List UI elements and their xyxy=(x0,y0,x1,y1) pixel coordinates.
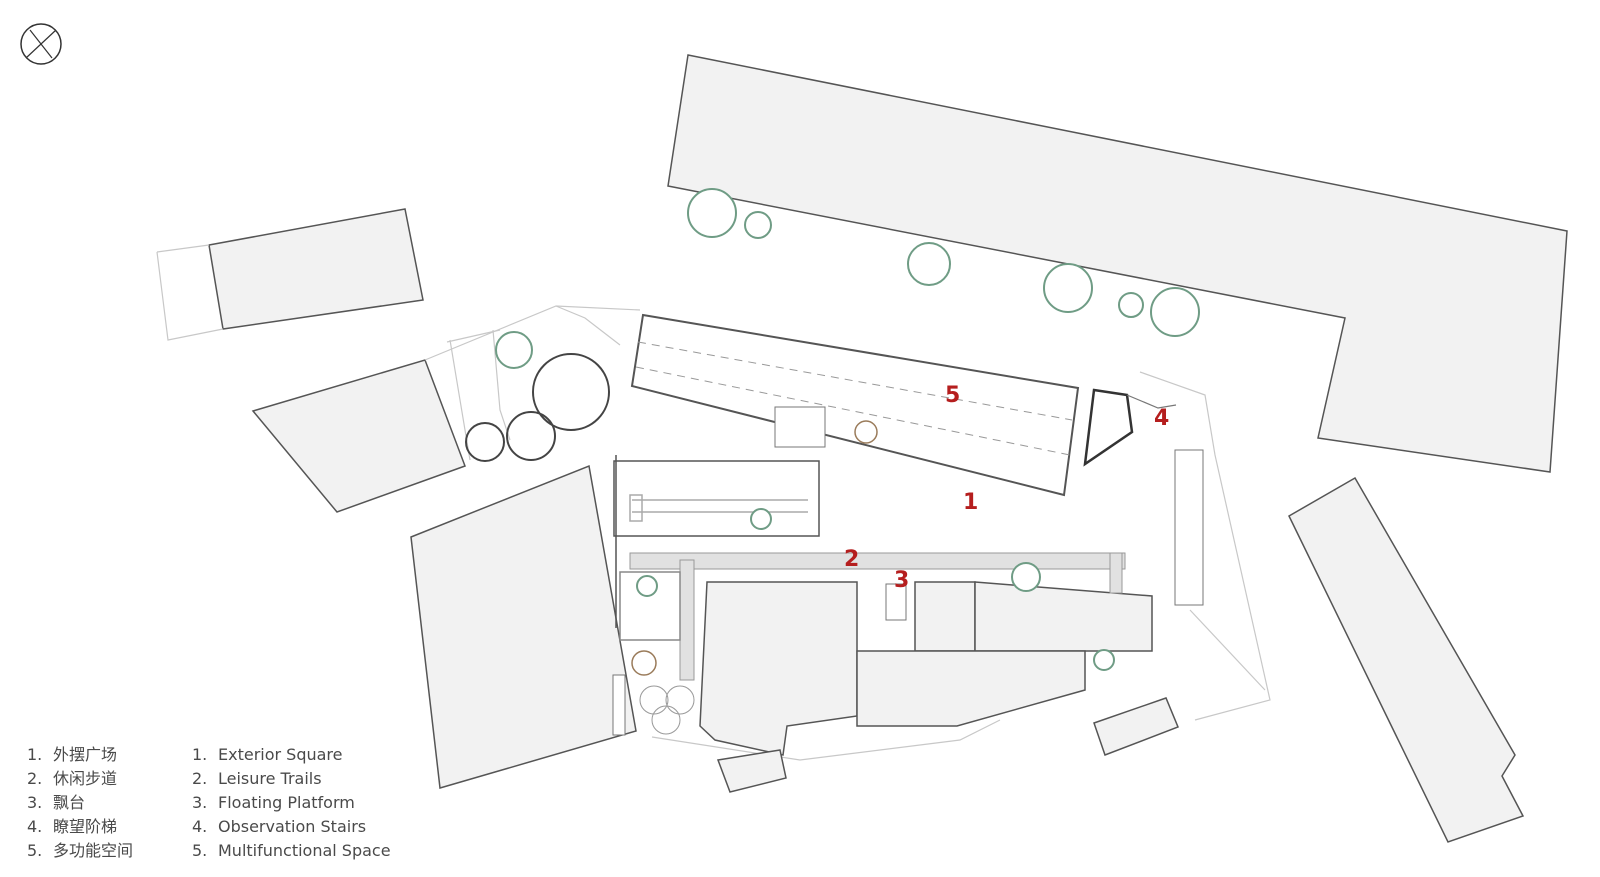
legend-item: 4. 瞭望阶梯 xyxy=(27,815,187,839)
stair-blocks xyxy=(612,406,1204,736)
tree-icon xyxy=(636,575,658,597)
legend-label: Leisure Trails xyxy=(218,769,322,788)
north-arrow-icon xyxy=(20,23,62,65)
legend-item: 3. Floating Platform xyxy=(192,791,452,815)
trees-brown xyxy=(631,420,878,676)
multifunctional-hall xyxy=(630,313,1080,497)
legend-label: Observation Stairs xyxy=(218,817,367,836)
building-southwest-annex xyxy=(716,749,787,793)
legend-number: 5. xyxy=(27,841,43,860)
tree-icon xyxy=(1093,649,1115,671)
marker-2: 2 xyxy=(844,547,859,572)
legend-number: 1. xyxy=(27,745,43,764)
legend-label: 外摆广场 xyxy=(53,745,118,764)
legend-label: 飘台 xyxy=(53,793,86,812)
marker-5: 5 xyxy=(945,383,960,408)
legend-label: 多功能空间 xyxy=(53,841,134,860)
building-north-long xyxy=(667,54,1568,473)
legend-english: 1. Exterior Square 2. Leisure Trails 3. Flo… xyxy=(192,743,452,863)
legend-item: 1. Exterior Square xyxy=(192,743,452,767)
trees xyxy=(495,188,1200,671)
tree-icon xyxy=(1011,562,1041,592)
building-small-southeast xyxy=(1093,697,1179,756)
tree-icon xyxy=(631,650,657,676)
legend-label: Multifunctional Space xyxy=(218,841,391,860)
tree-icon xyxy=(854,420,878,444)
observation-stairs xyxy=(1083,388,1177,467)
legend-label: 休闲步道 xyxy=(53,769,118,788)
area-markers: 1 2 3 4 5 xyxy=(844,383,1169,593)
building-central-mid xyxy=(914,581,976,652)
building-northwest xyxy=(208,208,424,330)
site-outline xyxy=(156,244,1271,761)
building-south-wedge xyxy=(856,650,1086,727)
tree-icon xyxy=(687,188,737,238)
legend-number: 3. xyxy=(27,793,43,812)
tree-icon xyxy=(750,508,772,530)
legend-item: 1. 外摆广场 xyxy=(27,743,187,767)
marker-3: 3 xyxy=(894,568,909,593)
legend-label: Floating Platform xyxy=(218,793,355,812)
tree-icon xyxy=(1150,287,1200,337)
central-complex xyxy=(699,581,1153,793)
legend-item: 2. Leisure Trails xyxy=(192,767,452,791)
marker-1: 1 xyxy=(963,490,978,515)
tree-icon xyxy=(1118,292,1144,318)
legend-chinese: 1. 外摆广场 2. 休闲步道 3. 飘台 4. 瞭望阶梯 5. 多功能空间 xyxy=(27,743,187,863)
building-east xyxy=(1288,476,1525,843)
surrounding-buildings xyxy=(208,54,1568,843)
legend-number: 4. xyxy=(27,817,43,836)
legend-number: 1. xyxy=(192,745,208,764)
building-central-west xyxy=(699,581,858,756)
building-central-east xyxy=(974,581,1153,652)
building-southwest xyxy=(410,464,637,789)
legend-item: 3. 飘台 xyxy=(27,791,187,815)
legend-item: 2. 休闲步道 xyxy=(27,767,187,791)
legend-item: 5. Multifunctional Space xyxy=(192,839,452,863)
legend-item: 4. Observation Stairs xyxy=(192,815,452,839)
legend-number: 3. xyxy=(192,793,208,812)
pavilion xyxy=(613,455,820,641)
building-west xyxy=(251,359,466,513)
tree-icon xyxy=(1043,263,1093,313)
legend-number: 2. xyxy=(27,769,43,788)
legend-label: 瞭望阶梯 xyxy=(53,817,118,836)
round-structures xyxy=(465,353,695,735)
legend-item: 5. 多功能空间 xyxy=(27,839,187,863)
tree-icon xyxy=(495,331,533,369)
legend-number: 2. xyxy=(192,769,208,788)
tree-icon xyxy=(744,211,772,239)
legend-number: 4. xyxy=(192,817,208,836)
leisure-trails xyxy=(629,552,1126,681)
legend-label: Exterior Square xyxy=(218,745,343,764)
marker-4: 4 xyxy=(1154,406,1169,431)
tree-icon xyxy=(907,242,951,286)
legend-number: 5. xyxy=(192,841,208,860)
